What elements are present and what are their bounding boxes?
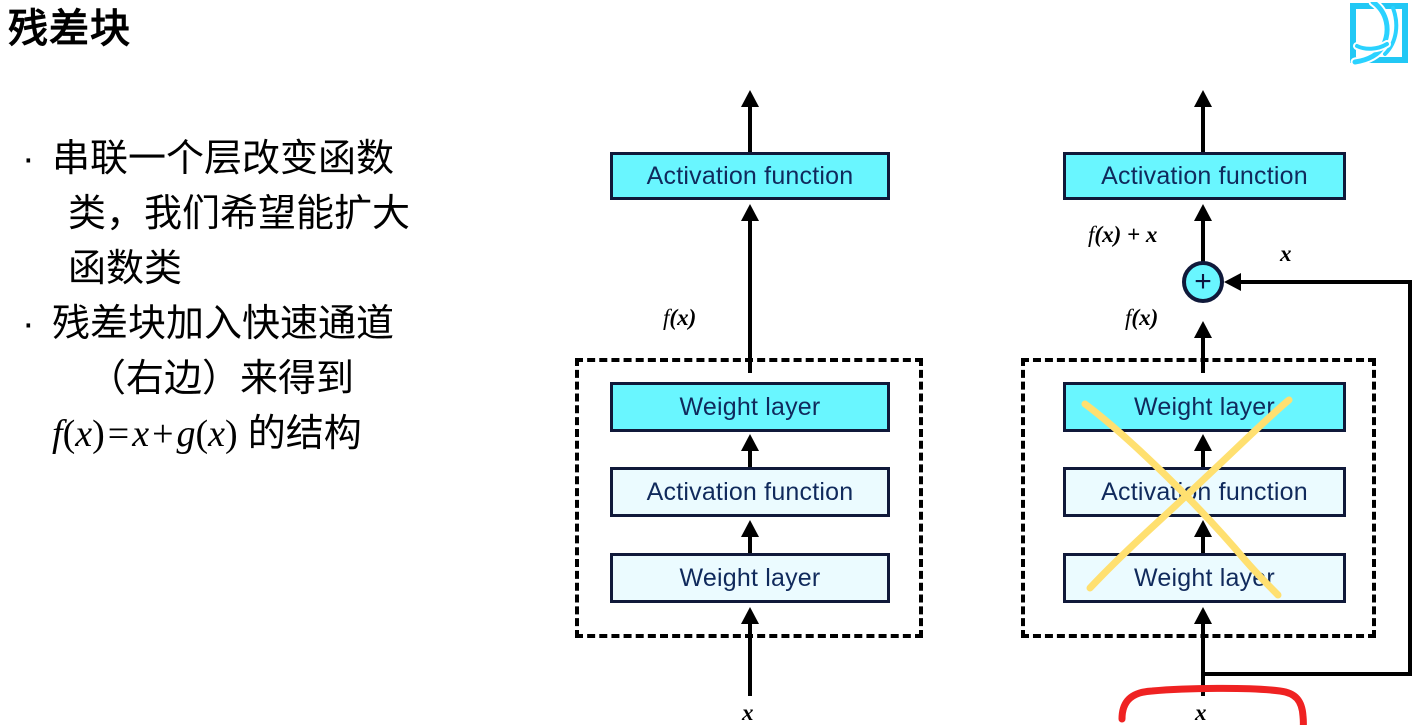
node-label: Activation function: [1101, 161, 1308, 190]
connector-line: [1201, 535, 1205, 555]
formula-g: g: [176, 413, 196, 456]
input-arrowhead-icon: [741, 607, 759, 624]
node-activation-function-inner[interactable]: Activation function: [1063, 467, 1346, 517]
node-weight-layer-upper[interactable]: Weight layer: [1063, 382, 1346, 432]
formula-rparen2: ): [225, 413, 238, 456]
addition-node[interactable]: +: [1182, 261, 1224, 303]
sum-out-arrowhead-icon: [1194, 204, 1212, 221]
connector-line: [748, 449, 752, 469]
input-line: [748, 621, 752, 696]
page-title: 残差块: [8, 7, 131, 51]
connector-line: [748, 535, 752, 555]
formula-x1: x: [75, 413, 93, 456]
formula-lparen: (: [62, 413, 76, 456]
skip-horizontal-line: [1238, 280, 1412, 284]
bullet-text: 串联一个层改变函数: [52, 138, 395, 180]
edge-label-fx-plus-x: f(x) + x: [1088, 222, 1158, 247]
d2l-brush-logo-icon: [1350, 2, 1408, 67]
bullet-text: （右边）来得到: [88, 358, 355, 401]
input-arrowhead-icon: [1194, 607, 1212, 624]
input-label-x: x: [742, 700, 754, 725]
bullet-list: · 串联一个层改变函数 类，我们希望能扩大 函数类 · 残差块加入快速通道 （右…: [4, 132, 524, 463]
list-item-continuation: （右边）来得到: [4, 352, 524, 407]
formula-f: f: [52, 413, 63, 456]
node-weight-layer-lower[interactable]: Weight layer: [610, 553, 890, 603]
formula-x3: x: [208, 413, 226, 456]
output-arrowhead-icon: [1194, 90, 1212, 107]
list-item: · 串联一个层改变函数: [4, 132, 524, 187]
output-line: [748, 104, 752, 154]
edge-label-fx: f(x): [1125, 305, 1159, 330]
formula-plus: +: [152, 413, 174, 456]
node-activation-function-inner[interactable]: Activation function: [610, 467, 890, 517]
input-line: [1201, 621, 1205, 696]
formula-x2: x: [132, 413, 150, 456]
formula-tail-text: 的结构: [247, 413, 362, 456]
fx-arrowhead-icon: [741, 204, 759, 221]
node-label: Activation function: [1101, 477, 1308, 506]
node-label: Activation function: [646, 161, 854, 190]
edge-label-fx: f(x): [663, 305, 697, 330]
node-weight-layer-upper[interactable]: Weight layer: [610, 382, 890, 432]
node-label: Weight layer: [679, 392, 821, 421]
node-label: Weight layer: [1134, 392, 1275, 421]
list-item: · 残差块加入快速通道: [4, 297, 524, 352]
bullet-text: 函数类: [68, 248, 183, 291]
node-label: Weight layer: [679, 563, 821, 592]
plus-symbol: +: [1194, 265, 1212, 298]
connector-arrowhead-icon: [1194, 520, 1212, 537]
layer-group-dashed-border: [1021, 358, 1376, 638]
fx-arrowhead-icon: [1194, 321, 1212, 338]
list-item-continuation: 函数类: [4, 242, 524, 297]
bullet-text: 类，我们希望能扩大: [68, 193, 411, 236]
node-weight-layer-lower[interactable]: Weight layer: [1063, 553, 1346, 603]
connector-arrowhead-icon: [741, 434, 759, 451]
residual-formula: f(x)=x+g(x)的结构: [4, 407, 524, 462]
connector-arrowhead-icon: [1194, 434, 1212, 451]
node-label: Activation function: [646, 477, 854, 506]
connector-line: [1201, 449, 1205, 469]
skip-label-x: x: [1280, 241, 1292, 266]
output-arrowhead-icon: [741, 90, 759, 107]
node-activation-function-top[interactable]: Activation function: [1063, 152, 1346, 200]
formula-rparen: ): [92, 413, 105, 456]
list-item-continuation: 类，我们希望能扩大: [4, 187, 524, 242]
connector-arrowhead-icon: [741, 520, 759, 537]
bullet-marker: ·: [22, 303, 35, 346]
residual-block-diagram: Activation function f(x) + x + x f(x) We…: [990, 0, 1421, 725]
formula-equals: =: [107, 413, 130, 456]
output-line: [1201, 104, 1205, 154]
skip-arrowhead-icon: [1224, 273, 1241, 291]
input-label-x: x: [1195, 700, 1207, 725]
node-activation-function-top[interactable]: Activation function: [610, 152, 890, 200]
plain-block-diagram: Activation function f(x) Weight layer Ac…: [540, 0, 960, 725]
skip-bottom-line: [1201, 672, 1412, 676]
node-label: Weight layer: [1134, 563, 1275, 592]
fx-line: [1201, 335, 1205, 373]
bullet-text: 残差块加入快速通道: [52, 303, 395, 346]
skip-vertical-line: [1408, 284, 1412, 676]
bullet-marker: ·: [22, 138, 35, 180]
formula-lparen2: (: [195, 413, 209, 456]
fx-line: [748, 218, 752, 373]
sum-out-line: [1201, 218, 1205, 264]
